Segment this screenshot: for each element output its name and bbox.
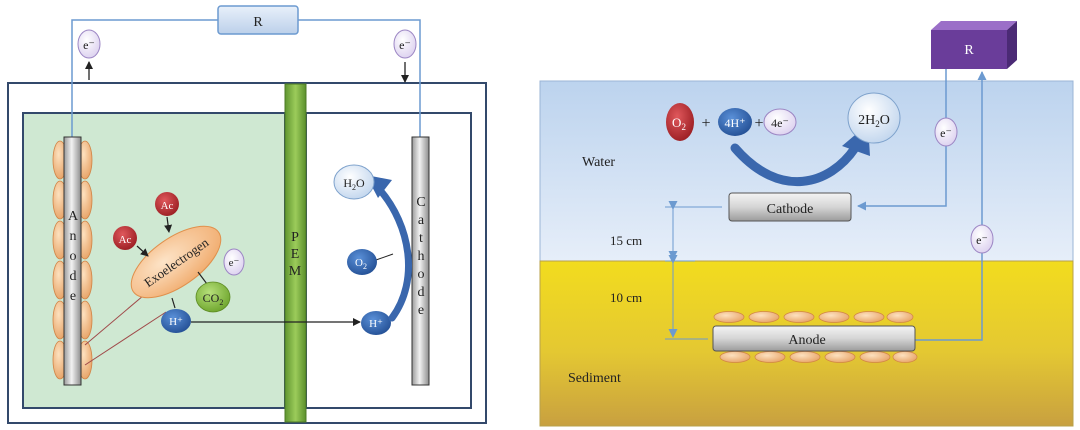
svg-text:A: A [68, 209, 79, 224]
svg-text:O2: O2 [672, 115, 686, 132]
anode-electrode [63, 136, 82, 386]
acetate-label: Ac [119, 234, 132, 246]
svg-text:e: e [70, 289, 76, 304]
resistor-box: R [931, 21, 1017, 69]
acetate-label: Ac [161, 200, 174, 212]
svg-text:C: C [416, 195, 425, 210]
electron-bubble-lower: e⁻ [970, 224, 994, 254]
depth-water-label: 15 cm [610, 233, 642, 248]
oxygen-molecule-right: O2 [666, 103, 694, 141]
electron-bubble-right: e⁻ [393, 29, 417, 59]
electron-label: e⁻ [229, 257, 240, 269]
svg-text:O2: O2 [355, 257, 367, 271]
external-wire-right [298, 19, 421, 137]
electron-bubble-left: e⁻ [77, 29, 101, 59]
nanowire-line [84, 311, 167, 366]
reaction-arrow [730, 143, 860, 187]
water-molecule-left: H2O [333, 164, 375, 200]
svg-text:d: d [70, 269, 77, 284]
svg-text:n: n [70, 229, 77, 244]
co2-molecule: CO2 [195, 281, 231, 313]
svg-text:h: h [418, 249, 425, 264]
mfc-diagram: R e⁻ e⁻ A [7, 5, 487, 424]
acetate-molecule-top: Ac [155, 192, 179, 216]
wire-to-cathode [857, 69, 947, 211]
cathode-chamber [305, 112, 472, 409]
co2-link [197, 271, 208, 285]
svg-text:o: o [70, 249, 77, 264]
oxygen-link [375, 253, 394, 261]
electron-bubble-cell: e⁻ [223, 248, 245, 276]
depth-markers [665, 201, 722, 340]
external-wire [71, 19, 218, 137]
proton-cathode: H⁺ [361, 311, 391, 335]
electron-label: e⁻ [83, 38, 95, 52]
reduction-arrow [376, 186, 412, 322]
proton-link [171, 297, 176, 309]
cathode-plate: Cathode [728, 192, 852, 222]
svg-text:2H2O: 2H2O [858, 113, 890, 129]
svg-text:a: a [418, 213, 425, 228]
svg-text:CO2: CO2 [203, 291, 224, 307]
svg-text:d: d [418, 285, 425, 300]
anode-plate: Anode [712, 325, 916, 352]
reaction-plus: + [754, 115, 763, 132]
resistor-label: R [253, 15, 263, 30]
electron-label: e⁻ [976, 233, 988, 247]
electron-label: e⁻ [940, 126, 952, 140]
oxygen-molecule-left: O2 [347, 249, 377, 275]
cathode-label: C a t h o d e [416, 195, 425, 318]
pem-label: P E M [289, 230, 302, 279]
reaction-plus: + [701, 115, 710, 132]
resistor-label: R [964, 43, 974, 58]
depth-sediment-label: 10 cm [610, 290, 642, 305]
svg-text:M: M [289, 264, 302, 279]
sediment-label: Sediment [568, 371, 621, 386]
electron-count-label: 4e⁻ [771, 116, 789, 130]
proton-label: H⁺ [169, 316, 183, 328]
svg-text:H2O: H2O [343, 176, 365, 192]
proton-right: 4H⁺ [718, 108, 752, 136]
svg-text:o: o [418, 267, 425, 282]
anode-label: A n o d e [68, 209, 79, 304]
acetate-arrow [136, 245, 149, 257]
proton-anode: H⁺ [161, 309, 191, 333]
cathode-electrode [411, 136, 430, 386]
svg-text:P: P [291, 230, 299, 245]
proton-count-label: 4H⁺ [725, 116, 746, 130]
nanowire-line [84, 289, 151, 346]
proton-label: H⁺ [369, 318, 383, 330]
svg-text:E: E [291, 247, 300, 262]
anode-label: Anode [788, 333, 825, 348]
svg-text:t: t [419, 231, 423, 246]
cathode-label: Cathode [767, 202, 814, 217]
sediment-mfc-diagram: Water Sediment R e⁻ e⁻ Cathode [539, 21, 1074, 427]
svg-text:e: e [418, 303, 424, 318]
electron-label: e⁻ [399, 38, 411, 52]
electron-bubble-upper: e⁻ [934, 117, 958, 147]
resistor: R [217, 5, 299, 35]
electron-count: 4e⁻ [763, 108, 797, 136]
water-label: Water [582, 155, 615, 170]
acetate-arrow [164, 216, 173, 233]
water-product: 2H2O [847, 92, 901, 144]
anode-biofilm-sediment [713, 311, 918, 363]
outer-frame [7, 82, 487, 424]
proton-exchange-membrane [284, 83, 307, 423]
wire-from-anode [915, 71, 987, 341]
acetate-molecule-left: Ac [113, 226, 137, 250]
